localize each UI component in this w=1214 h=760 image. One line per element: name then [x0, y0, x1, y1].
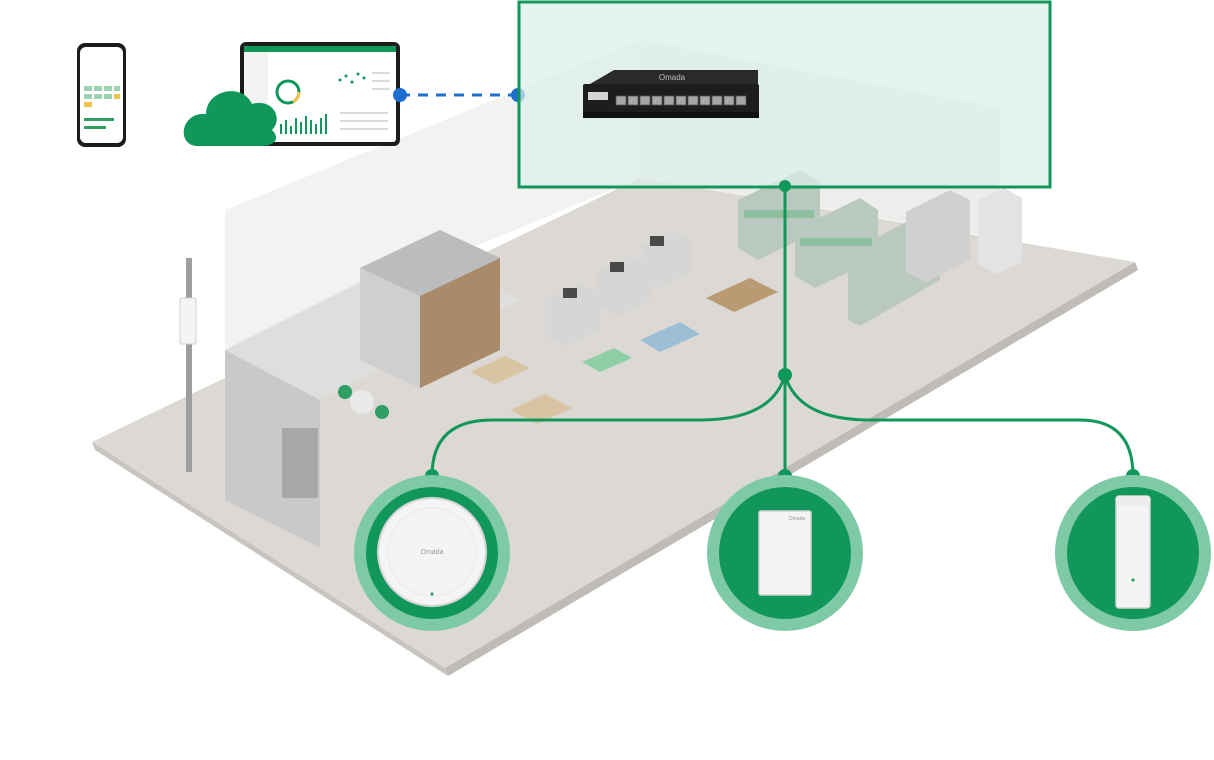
link-endpoint-left — [393, 88, 407, 102]
cloud-icon — [183, 91, 277, 146]
outdoor-pole-ap-icon — [179, 258, 197, 472]
store-floor-icon — [92, 40, 1138, 676]
switch-uplink-node — [779, 180, 791, 192]
wall-ap-brand-label: Omada — [789, 516, 806, 522]
wall-plate-access-point-icon: Omada — [758, 510, 812, 596]
device-ceiling-ap: Omada — [354, 475, 510, 631]
smartphone-icon — [77, 43, 126, 147]
tablet-dashboard-icon — [240, 42, 400, 146]
device-outdoor-ap — [1055, 475, 1211, 631]
network-switch-icon: Omada — [583, 70, 759, 118]
device-wall-ap: Omada — [707, 475, 863, 631]
ceiling-access-point-icon: Omada — [377, 497, 487, 607]
outdoor-access-point-icon — [1115, 495, 1151, 609]
switch-brand-label: Omada — [659, 73, 686, 82]
branch-node — [778, 368, 792, 382]
connection-lines — [430, 186, 1135, 477]
ceiling-ap-brand-label: Omada — [421, 549, 444, 556]
